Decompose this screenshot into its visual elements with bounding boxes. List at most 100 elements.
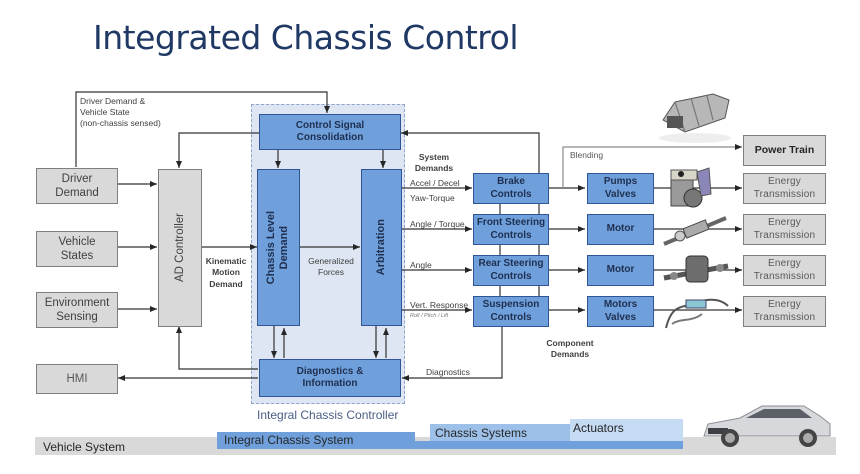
transmission-image xyxy=(659,93,731,143)
text-line: (non-chassis sensed) xyxy=(80,118,161,129)
component-demands-label: Component Demands xyxy=(546,338,594,361)
environment-sensing-label: Environment Sensing xyxy=(44,296,110,323)
vehicle-states-box: Vehicle States xyxy=(36,231,118,267)
text-line: Component xyxy=(546,338,594,348)
text-line: Pumps xyxy=(603,176,638,187)
power-train-label: Power Train xyxy=(754,143,815,156)
environment-sensing-box: Environment Sensing xyxy=(36,292,118,328)
ad-controller-box: AD Controller xyxy=(158,169,202,327)
rear-motor-box: Motor xyxy=(587,255,654,286)
integral-chassis-system-label: Integral Chassis System xyxy=(224,433,354,447)
text-line: Energy xyxy=(768,176,801,187)
text-line: Demands xyxy=(414,163,454,174)
text-line: Diagnostics & xyxy=(296,365,364,377)
text-line: Generalized xyxy=(308,256,354,266)
system-demands-label: System Demands xyxy=(410,152,458,175)
rear-axle-actuator-image xyxy=(663,255,729,283)
front-motor-label: Motor xyxy=(606,223,635,235)
text-line: Energy xyxy=(768,258,801,269)
text-line: Demand xyxy=(278,225,291,270)
angle-torque-label: Angle / Torque xyxy=(410,219,465,229)
integral-chassis-system-band: Integral Chassis System xyxy=(217,432,415,449)
brake-module-image xyxy=(670,167,712,208)
text-line: Rear Steering xyxy=(478,258,544,269)
text-line: Control Signal xyxy=(295,119,365,131)
driver-demand-label: Driver Demand xyxy=(55,172,99,199)
blending-wire xyxy=(562,144,742,188)
hmi-label: HMI xyxy=(66,372,88,385)
rear-motor-label: Motor xyxy=(606,264,635,276)
text-line: Controls xyxy=(490,188,532,200)
chassis-systems-label: Chassis Systems xyxy=(435,426,528,440)
integral-chassis-system-band-ext xyxy=(415,441,683,449)
accel-decel-label: Accel / Decel xyxy=(410,178,460,188)
diag-to-ad-wire xyxy=(176,326,258,370)
vehicle-states-label: Vehicle States xyxy=(58,235,96,262)
text-line: Controls xyxy=(490,229,532,241)
kinematic-motion-demand-label: Kinematic Motion Demand xyxy=(204,256,248,290)
text-line: System xyxy=(418,152,450,162)
text-line: Motion xyxy=(212,267,240,278)
text-line: Demands xyxy=(550,349,590,360)
text-line: Energy xyxy=(768,217,801,228)
text-line: Suspension xyxy=(482,299,540,310)
text-line: Demand xyxy=(209,278,243,289)
text-line: Information xyxy=(302,378,358,389)
slide-title: Integrated Chassis Control xyxy=(93,18,519,57)
text-line: Driver Demand & xyxy=(80,96,146,106)
yaw-torque-label: Yaw-Torque xyxy=(410,193,455,203)
text-line: Consolidation xyxy=(296,132,364,143)
suspension-harness-image xyxy=(665,298,729,329)
arbitration-box: Arbitration xyxy=(361,169,402,326)
angle-label: Angle xyxy=(410,260,432,270)
blending-label: Blending xyxy=(570,150,604,160)
text-line: Energy xyxy=(768,299,801,310)
systems-diag-wire xyxy=(402,325,503,381)
text-line: Transmission xyxy=(753,229,816,241)
front-motor-box: Motor xyxy=(587,214,654,245)
text-line: Brake xyxy=(497,176,525,187)
actuators-label: Actuators xyxy=(573,421,624,435)
text-line: Motors xyxy=(603,299,638,310)
text-line: Kinematic xyxy=(205,256,247,266)
text-line: Transmission xyxy=(753,188,816,200)
text-line: Controls xyxy=(490,311,532,323)
text-line: Transmission xyxy=(753,270,816,282)
systems-to-csc-wire xyxy=(401,130,540,173)
text-line: Transmission xyxy=(753,311,816,323)
icc-caption: Integral Chassis Controller xyxy=(257,408,399,422)
text-line: Valves xyxy=(604,188,637,200)
text-line: Vehicle State xyxy=(80,107,130,118)
car-image xyxy=(703,405,831,447)
hmi-box: HMI xyxy=(36,364,118,394)
driver-demand-box: Driver Demand xyxy=(36,168,118,204)
diagnostics-information-box: Diagnostics &Information xyxy=(259,359,401,397)
steering-rack-image xyxy=(663,216,727,246)
driver-demand-vehicle-state-label: Driver Demand & Vehicle State (non-chass… xyxy=(80,96,161,129)
diagnostics-label: Diagnostics xyxy=(426,367,470,377)
roll-pitch-lift-label: Roll / Pitch / Lift xyxy=(410,313,449,319)
text-line: Forces xyxy=(318,267,344,278)
vehicle-system-label: Vehicle System xyxy=(43,440,126,454)
text-line: Front Steering xyxy=(476,217,546,228)
vert-response-label: Vert. Response xyxy=(410,300,469,310)
arbitration-label: Arbitration xyxy=(374,219,387,276)
text-line: Chassis Level xyxy=(265,210,278,285)
text-line: Controls xyxy=(490,270,532,282)
csc-to-ad-wire xyxy=(176,132,260,168)
generalized-forces-label: Generalized Forces xyxy=(302,256,360,279)
